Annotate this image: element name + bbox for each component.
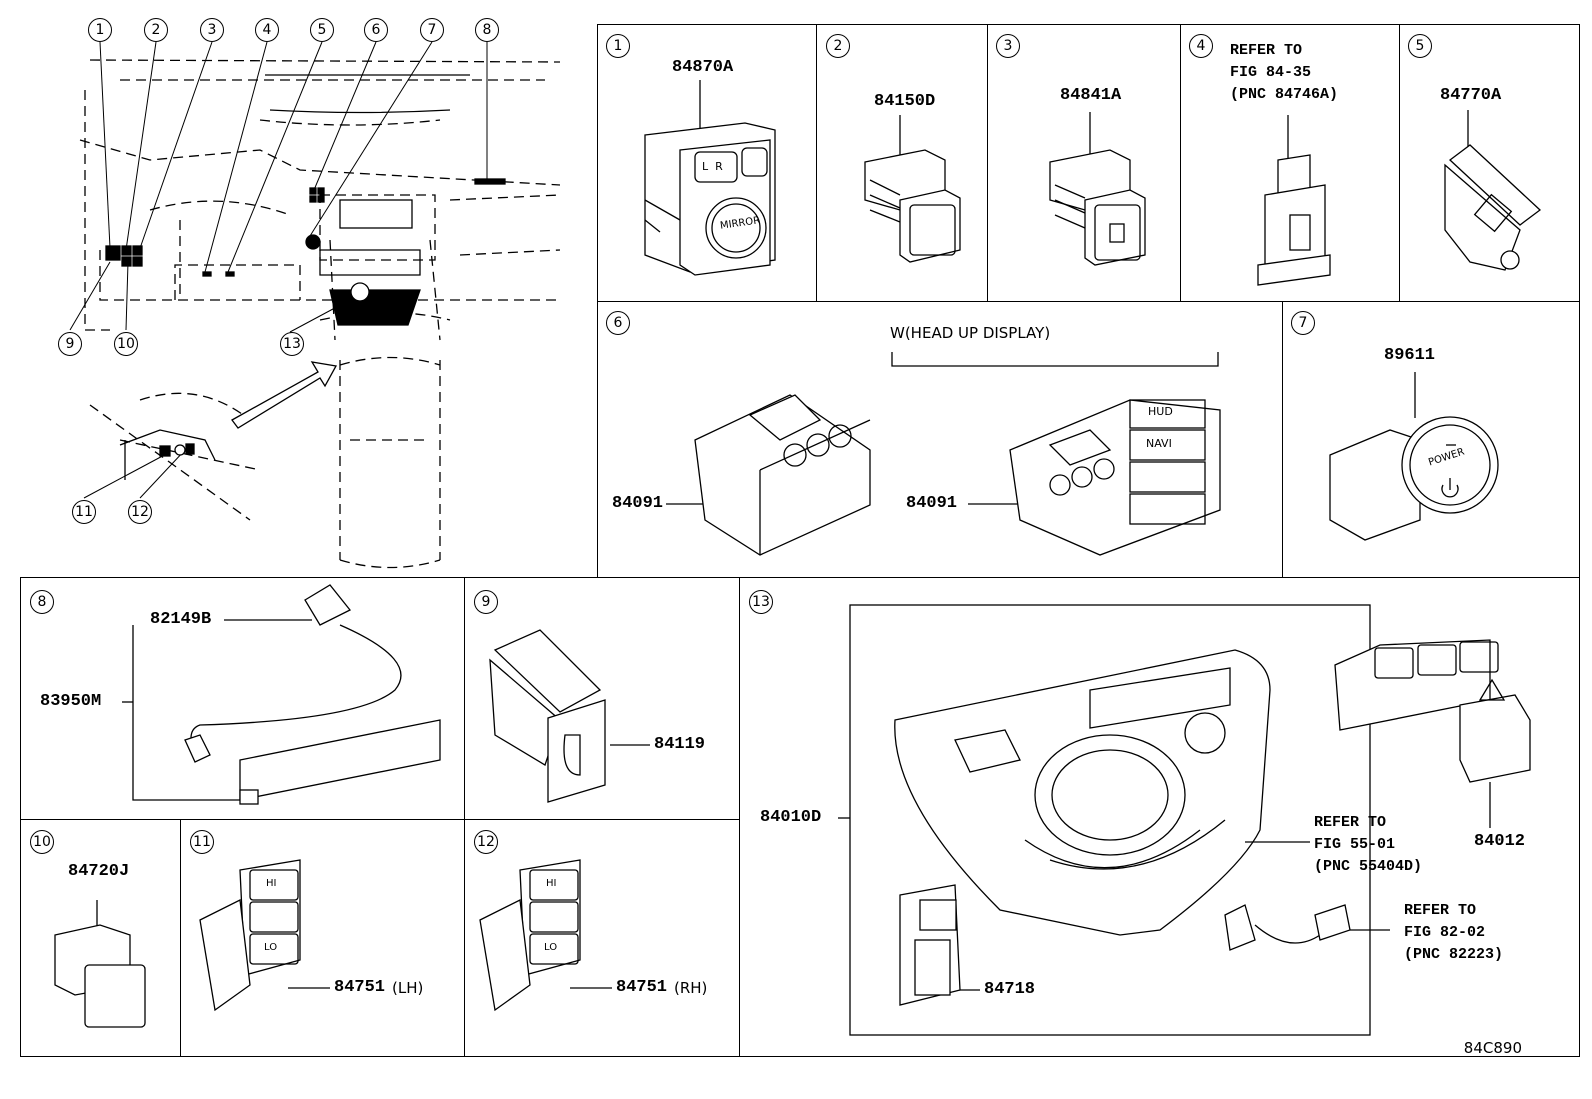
part-number-84150d: 84150D <box>874 92 936 111</box>
panel-8-callout: 8 <box>30 590 54 614</box>
panel-2 <box>816 24 988 302</box>
part-number-84119: 84119 <box>654 735 706 754</box>
panel-6 <box>597 301 1283 578</box>
part-number-84720j: 84720J <box>68 862 130 881</box>
panel-7 <box>1282 301 1580 578</box>
dashboard-overview <box>69 41 561 569</box>
power-switch-drawing <box>1329 372 1499 541</box>
rh-hi-label: HI <box>546 878 557 889</box>
usb-harness-drawing <box>122 584 441 805</box>
index-callout-10: 10 <box>114 332 138 356</box>
console-panel-drawing <box>838 604 1531 1036</box>
lr-label: L R <box>702 160 723 173</box>
panel-10-callout: 10 <box>30 830 54 854</box>
panel-3-callout: 3 <box>996 34 1020 58</box>
index-callout-7: 7 <box>420 18 444 42</box>
index-callout-9: 9 <box>58 332 82 356</box>
hud-switch-right-drawing <box>891 352 1221 556</box>
index-callout-5: 5 <box>310 18 334 42</box>
part-number-84718: 84718 <box>984 980 1036 999</box>
seat-heater-lh-drawing <box>199 859 330 1012</box>
panel-12-callout: 12 <box>474 830 498 854</box>
part-number-84870a: 84870A <box>672 58 734 77</box>
refer-note-55404d: REFER TO FIG 55-01 (PNC 55404D) <box>1314 814 1423 875</box>
panel-9 <box>464 577 740 820</box>
part-number-84091-left: 84091 <box>612 494 664 513</box>
seat-heater-rh-drawing <box>479 859 612 1012</box>
panel-13 <box>739 577 1580 1057</box>
index-callout-4: 4 <box>255 18 279 42</box>
side-label-lh: (LH) <box>392 979 424 997</box>
panel-10 <box>20 819 181 1057</box>
index-callout-11: 11 <box>72 500 96 524</box>
panel-7-callout: 7 <box>1291 311 1315 335</box>
lh-hi-label: HI <box>266 878 277 889</box>
lh-lo-label: LO <box>264 942 278 953</box>
panel-3 <box>987 24 1181 302</box>
panel-5-callout: 5 <box>1408 34 1432 58</box>
panel-6-callout: 6 <box>606 311 630 335</box>
panel-12 <box>464 819 740 1057</box>
panel-11 <box>180 819 465 1057</box>
index-callout-8: 8 <box>475 18 499 42</box>
part-number-84010d: 84010D <box>760 808 822 827</box>
index-callout-13: 13 <box>280 332 304 356</box>
switch-84720j-drawing <box>54 900 146 1028</box>
hud-button-label: HUD <box>1148 405 1173 418</box>
switch-84119-drawing <box>489 629 650 803</box>
mirror-switch-drawing <box>644 80 776 276</box>
panel-2-callout: 2 <box>826 34 850 58</box>
panel-5 <box>1399 24 1580 302</box>
switch-84150d-drawing <box>864 115 961 263</box>
panel-4-callout: 4 <box>1189 34 1213 58</box>
index-callout-12: 12 <box>128 500 152 524</box>
part-number-89611: 89611 <box>1384 346 1436 365</box>
index-callout-2: 2 <box>144 18 168 42</box>
refer-note-82223: REFER TO FIG 82-02 (PNC 82223) <box>1404 902 1504 963</box>
side-label-rh: (RH) <box>674 979 708 997</box>
index-callout-3: 3 <box>200 18 224 42</box>
switch-84770a-drawing <box>1444 110 1542 271</box>
index-callout-6: 6 <box>364 18 388 42</box>
refer-note-84746a: REFER TO FIG 84-35 (PNC 84746A) <box>1230 42 1339 103</box>
index-callout-1: 1 <box>88 18 112 42</box>
navi-button-label: NAVI <box>1146 437 1172 450</box>
rh-lo-label: LO <box>544 942 558 953</box>
panel-13-callout: 13 <box>749 590 773 614</box>
figure-code: 84C890 <box>1463 1039 1522 1057</box>
part-number-84770a: 84770A <box>1440 86 1502 105</box>
head-up-display-label: W(HEAD UP DISPLAY) <box>890 324 1051 342</box>
panel-11-callout: 11 <box>190 830 214 854</box>
part-number-84751-rh: 84751 <box>616 978 668 997</box>
part-number-84841a: 84841A <box>1060 86 1122 105</box>
switch-84746a-drawing <box>1257 115 1331 286</box>
part-number-84091-right: 84091 <box>906 494 958 513</box>
panel-9-callout: 9 <box>474 590 498 614</box>
panel-1-callout: 1 <box>606 34 630 58</box>
part-number-84012: 84012 <box>1474 832 1526 851</box>
part-number-83950m: 83950M <box>40 692 102 711</box>
switch-84841a-drawing <box>1049 112 1146 266</box>
part-number-82149b: 82149B <box>150 610 212 629</box>
part-number-84751-lh: 84751 <box>334 978 386 997</box>
hud-switch-left-drawing <box>666 394 871 556</box>
